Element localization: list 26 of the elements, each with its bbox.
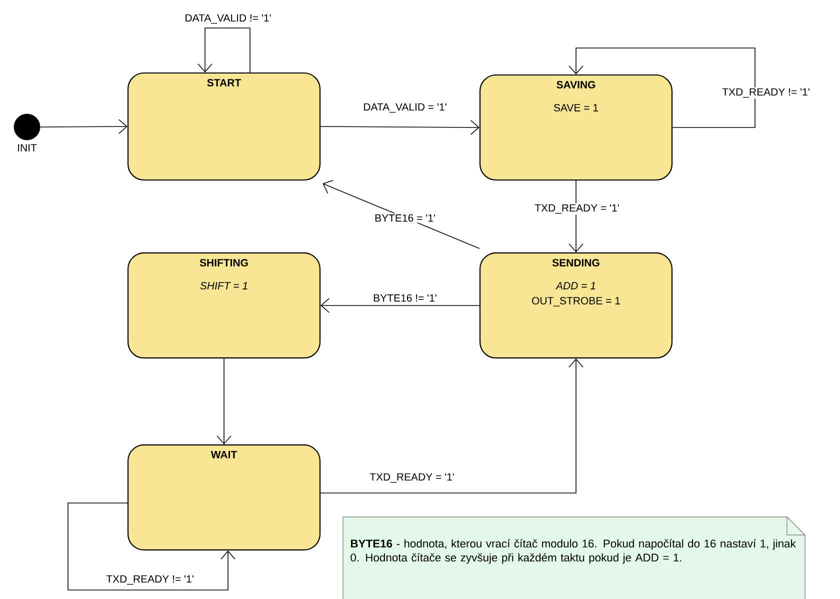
edge-label: TXD_READY != '1' — [721, 87, 811, 99]
arrow — [68, 502, 236, 590]
edge-label: TXD_READY = '1' — [368, 472, 456, 484]
edge-label: DATA_VALID = '1' — [362, 102, 448, 114]
arrow — [320, 358, 584, 494]
state-box: SHIFTING SHIFT = 1 — [127, 252, 321, 359]
edge-label: BYTE16 != '1' — [372, 293, 438, 303]
edge-label: DATA_VALID != '1' — [184, 13, 272, 25]
arrow — [216, 358, 232, 444]
state-box: SENDING ADD = 1 OUT_STROBE = 1 — [479, 252, 673, 359]
note: BYTE16 - hodnota, kterou vrací čítač modulo 16. Pokud napočítal do 16 nastaví 1, jinak 0. Hodnota čítače se zyvšuje při každém taktu pokud je ADD = 1. — [342, 516, 806, 599]
edge-label: TXD_READY != '1' — [105, 574, 195, 586]
arrow — [568, 48, 756, 128]
edge-label: BYTE16 = '1' — [374, 213, 436, 223]
edge-label: TXD_READY = '1' — [534, 203, 620, 215]
arrow — [40, 119, 128, 134]
state-box: WAIT — [127, 444, 321, 551]
arrow — [198, 28, 250, 73]
state-box: SAVING SAVE = 1 — [479, 74, 673, 181]
initial-state-dot — [14, 114, 40, 140]
arrow — [320, 298, 480, 313]
state-label: INIT — [18, 144, 37, 152]
arrow — [320, 120, 480, 135]
arrow — [322, 180, 480, 249]
state-box: START — [127, 72, 321, 181]
arrow — [568, 180, 584, 252]
